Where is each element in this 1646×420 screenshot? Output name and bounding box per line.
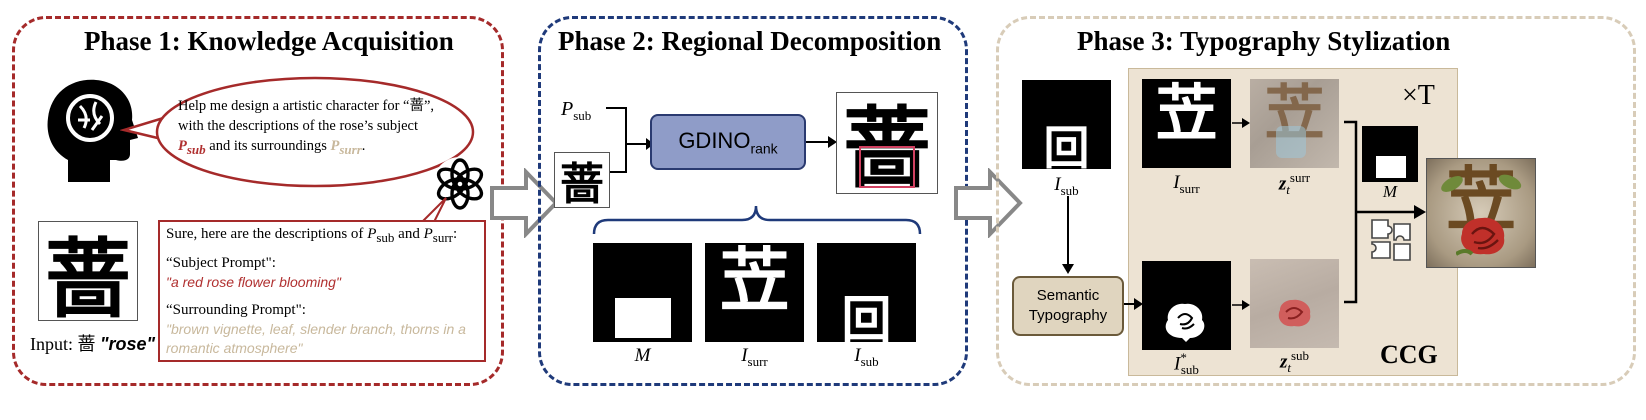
response-and: and (398, 226, 420, 242)
p2-decomposition-brace (592, 205, 922, 235)
p3-zsub-symbol: z (1279, 351, 1288, 373)
p2-subject-bbox (859, 146, 915, 188)
ccg-label: CCG (1380, 340, 1438, 369)
user-speech-bubble (120, 76, 475, 188)
response-pointer (421, 197, 447, 223)
response-p-sub: P (367, 226, 377, 242)
p3-zsub-sub: t (1287, 360, 1291, 376)
arrow-phase2-to-3 (954, 168, 1023, 238)
p2-p-sub-subscript: sub (573, 108, 592, 123)
p2-sub-char: 回 (841, 290, 892, 349)
p2-p-sub: Psub (561, 98, 591, 124)
response-p-surr: P (423, 226, 433, 242)
response-intro-text: Sure, here are the descriptions of (166, 226, 364, 242)
p2-input-char: 蔷 (560, 159, 604, 210)
input-character-box (38, 221, 138, 321)
p2-sub-image (817, 243, 916, 342)
p3-isub-symbol: I (1054, 174, 1061, 195)
p3-mask-label: M (1382, 182, 1398, 201)
subject-prompt-value: "a red rose flower blooming" (166, 274, 341, 290)
p2-mask-region (615, 298, 671, 338)
p3-zsurr-symbol: z (1278, 173, 1287, 195)
p3-result-rose (1456, 217, 1505, 256)
puzzle-icon (1371, 219, 1411, 261)
arrow-isubstar-to-zsub (1232, 300, 1250, 310)
phase3-panel (996, 16, 1636, 386)
user-request-text: Help me design a artistic character for … (178, 98, 435, 157)
p3-isubstar-sup: * (1180, 350, 1187, 365)
p2-input-char-box (554, 152, 610, 208)
p3-zsub-label: ztsub (1250, 348, 1339, 376)
p3-zsub-rose (1278, 299, 1311, 327)
p2-mask-label: M (634, 345, 651, 366)
p3-isub-label: Isub (1022, 174, 1111, 199)
p3-mask-region (1376, 156, 1406, 178)
p-surr-symbol: P (330, 138, 340, 154)
surrounding-prompt-value: "brown vignette, leaf, slender branch, t… (166, 321, 466, 356)
p2-sub-label: Isub (817, 345, 916, 370)
p2-output-char-box (836, 92, 938, 194)
p3-zsurr-label: ztsurr (1250, 170, 1339, 198)
user-request-main: Help me design a artistic character for … (178, 98, 435, 134)
p2-surr-symbol: I (741, 345, 748, 366)
p3-isurr-label: Isurr (1142, 172, 1231, 197)
p3-isub-image (1022, 80, 1111, 169)
subject-prompt-label: “Subject Prompt": (166, 255, 276, 271)
p3-combine-bracket (1344, 120, 1426, 304)
phase1-title: Phase 1: Knowledge Acquisition (84, 26, 454, 56)
user-request-and: and its surroundings (209, 138, 327, 154)
p3-isub-char: 回 (1043, 121, 1090, 175)
p3-isubstar-sub: sub (1180, 362, 1199, 378)
semantic-line2: Typography (1028, 307, 1108, 324)
gdino-label: GDINO (678, 127, 751, 153)
phase2-title: Phase 2: Regional Decomposition (558, 26, 942, 56)
p-sub-subscript: sub (186, 141, 206, 157)
response-box (158, 220, 486, 362)
p2-surr-subscript: surr (747, 353, 768, 369)
p2-sub-symbol: I (854, 345, 861, 366)
arrow-isub-to-semantic (1062, 196, 1074, 274)
semantic-line1: Semantic (1036, 287, 1100, 304)
p2-sub-subscript: sub (860, 353, 879, 369)
human-head-brain-icon (47, 79, 138, 182)
response-p-surr-subscript: surr (432, 230, 453, 245)
p3-zsurr-sup: surr (1289, 170, 1311, 185)
p2-p-sub-symbol: P (561, 98, 574, 120)
p2-surr-label: Isurr (705, 345, 804, 370)
p-surr-subscript: surr (339, 141, 362, 157)
p2-merge-connector (606, 107, 654, 173)
p2-surr-char: 苙 (719, 238, 790, 322)
p3-isurr-symbol: I (1173, 172, 1180, 193)
p3-isurr-image (1142, 79, 1231, 168)
arrow-gdino-to-output (806, 136, 837, 148)
arrow-isurr-to-zsurr (1232, 118, 1250, 128)
p3-isubstar-label: I*sub (1142, 350, 1231, 378)
input-label: Input: 蔷 "rose" (30, 330, 155, 356)
gdino-subscript: rank (750, 140, 778, 157)
input-character: 蔷 (45, 228, 131, 330)
p3-isurr-char: 苙 (1155, 77, 1218, 150)
input-label-text: Input: 蔷 (30, 334, 96, 354)
p3-zsub-sup: sub (1290, 348, 1310, 363)
response-p-sub-subscript: sub (376, 230, 395, 245)
input-word: "rose" (100, 334, 156, 354)
gdino-rank-module: GDINOrank (650, 114, 806, 170)
phase3-title: Phase 3: Typography Stylization (1077, 26, 1451, 56)
response-intro: Sure, here are the descriptions of Psub … (166, 226, 458, 245)
times-t-label: ×T (1402, 80, 1435, 111)
surrounding-prompt-label: “Surrounding Prompt": (166, 302, 306, 318)
chatgpt-logo-icon (433, 157, 487, 211)
p3-isub-subscript: sub (1060, 182, 1079, 198)
p3-isurr-subscript: surr (1179, 180, 1200, 196)
p3-zsurr-bluepatch (1276, 126, 1306, 158)
p-sub-symbol: P (178, 138, 187, 154)
arrow-semantic-to-isubstar (1124, 298, 1143, 310)
p2-surr-image (705, 243, 804, 342)
semantic-typography-module: Semantic Typography (1012, 276, 1124, 336)
p3-isubstar-symbol: I (1174, 353, 1181, 375)
p3-zsurr-sub: t (1286, 182, 1290, 198)
rose-silhouette-icon (1165, 303, 1205, 342)
